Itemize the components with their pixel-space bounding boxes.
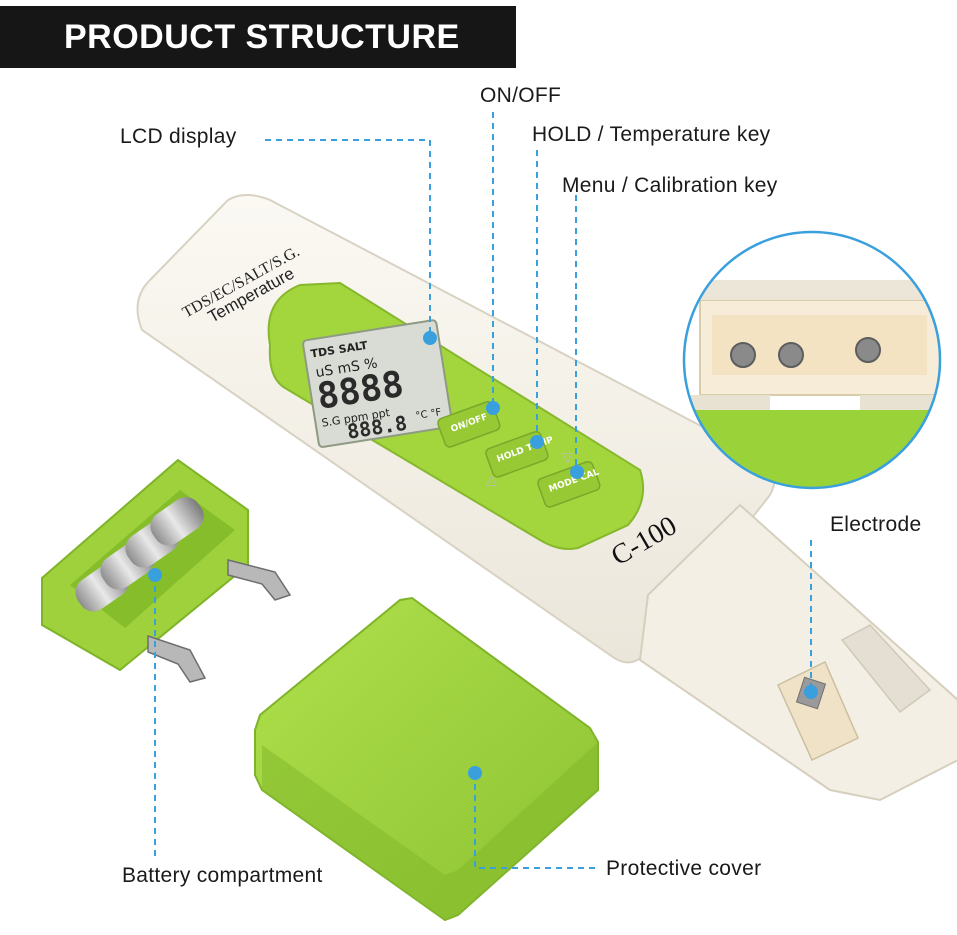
callout-electrode: Electrode bbox=[830, 513, 922, 536]
callout-battery-compartment: Battery compartment bbox=[122, 864, 323, 887]
meter-pen: △ ▽ bbox=[136, 194, 957, 802]
callout-lcd-display: LCD display bbox=[120, 125, 237, 148]
svg-text:▽: ▽ bbox=[562, 450, 573, 466]
callout-leaders bbox=[154, 112, 812, 869]
callout-protective-cover: Protective cover bbox=[606, 857, 762, 880]
callout-on-off: ON/OFF bbox=[480, 84, 562, 107]
callout-hold-temperature-key: HOLD / Temperature key bbox=[532, 123, 771, 146]
svg-text:△: △ bbox=[486, 472, 497, 488]
callout-dots bbox=[423, 331, 818, 699]
battery-compartment bbox=[41, 458, 292, 683]
protective-cover bbox=[254, 596, 599, 922]
page-title: PRODUCT STRUCTURE bbox=[0, 6, 516, 68]
callout-menu-calibration-key: Menu / Calibration key bbox=[562, 174, 778, 197]
leader-lcd bbox=[265, 139, 431, 338]
lcd-degree-units: °C °F bbox=[415, 407, 443, 422]
